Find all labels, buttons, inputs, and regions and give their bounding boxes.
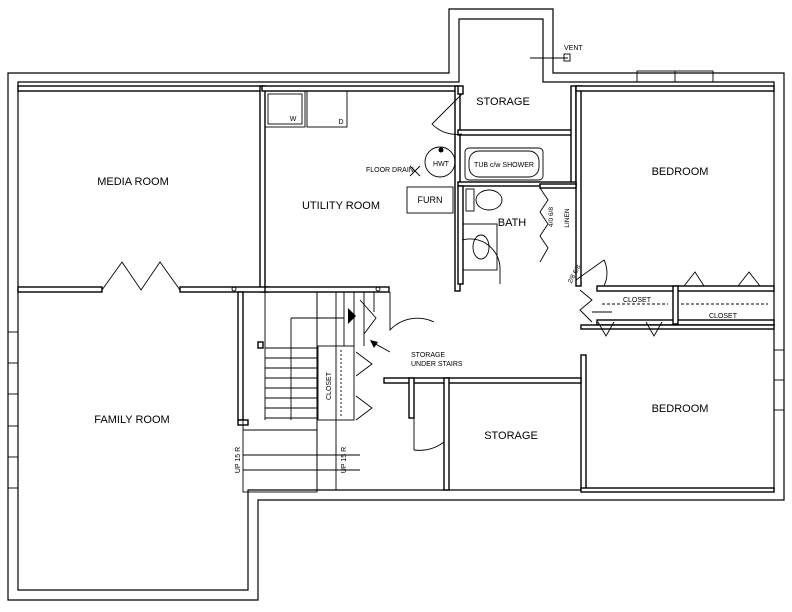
furnace-symbol (406, 186, 454, 214)
stair-closet-label: CLOSET (326, 371, 333, 400)
vent-label: VENT (564, 45, 583, 52)
floor-drain-symbol (409, 165, 421, 177)
vent-symbol (530, 53, 571, 62)
storage-under-stairs-label-1: STORAGE (411, 352, 445, 359)
stairs (242, 291, 375, 493)
exterior-walls (7, 8, 785, 601)
linen-door-size: 4/0 6/8 (548, 207, 555, 227)
fixture-labels: W D HWT FLOOR DRAIN FURN TUB c/w SHOWER … (290, 45, 584, 205)
bedroom-bottom-label: BEDROOM (652, 403, 709, 415)
storage-under-stairs-label-2: UNDER STAIRS (411, 361, 463, 368)
floor-drain-label: FLOOR DRAIN (366, 167, 414, 174)
closet-right-label: CLOSET (709, 313, 738, 320)
closet-left-label: CLOSET (623, 297, 652, 304)
media-room-label: MEDIA ROOM (97, 176, 169, 188)
stair-up-label-right: UP 15 R (341, 447, 348, 473)
hwt-symbol (424, 146, 456, 178)
storage-bottom-label: STORAGE (484, 430, 538, 442)
washer-label: W (290, 116, 297, 123)
tub-label: TUB c/w SHOWER (474, 162, 534, 169)
windows (7, 70, 785, 489)
storage-top-label: STORAGE (476, 96, 530, 108)
toilet-symbol (465, 188, 503, 212)
dryer-label: D (338, 119, 343, 126)
doors (101, 93, 761, 451)
room-labels: MEDIA ROOM FAMILY ROOM UTILITY ROOM STOR… (94, 96, 708, 442)
linen-label: LINEN (564, 208, 571, 227)
furnace-label: FURN (418, 195, 443, 205)
bedroom-top-label: BEDROOM (652, 166, 709, 178)
tub-symbol (464, 147, 544, 181)
hwt-label: HWT (433, 161, 450, 168)
utility-room-label: UTILITY ROOM (302, 200, 380, 212)
bath-label: BATH (498, 217, 527, 229)
dryer-symbol (306, 90, 348, 128)
family-room-label: FAMILY ROOM (94, 414, 169, 426)
stair-up-label-left: UP 15 R (235, 447, 242, 473)
sink-symbol (462, 223, 498, 271)
fixtures (231, 53, 768, 353)
interior-walls (17, 85, 775, 493)
washer-symbol (264, 90, 306, 128)
